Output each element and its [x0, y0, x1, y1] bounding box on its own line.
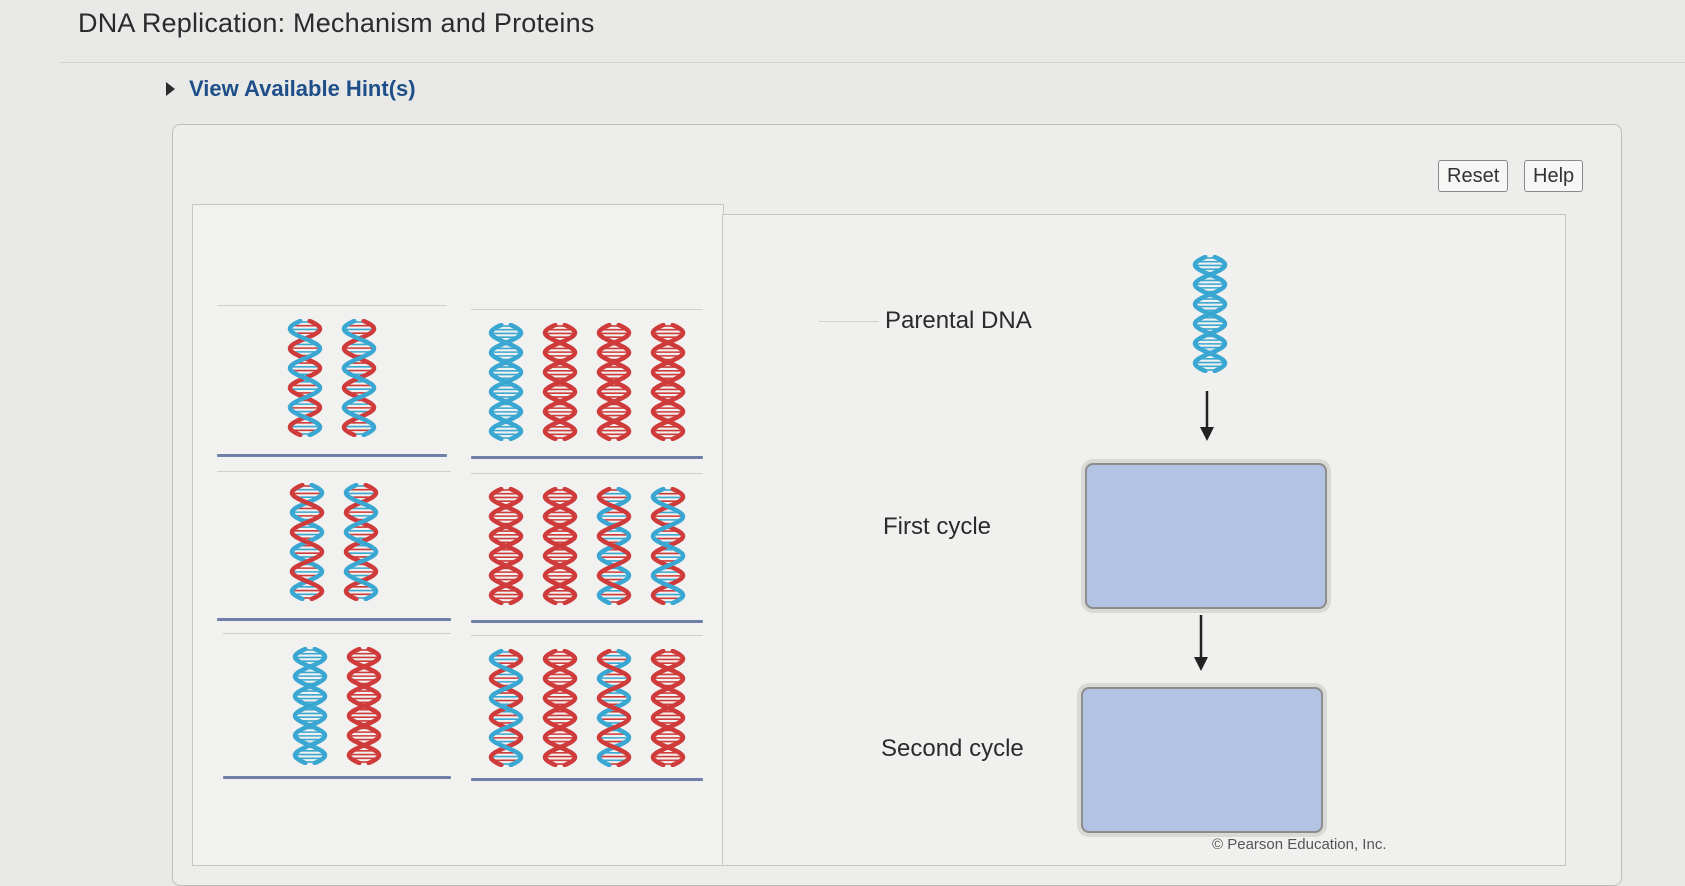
dna-helix-icon — [650, 649, 686, 767]
tile-slot — [471, 473, 703, 623]
slot-bottom-divider — [471, 620, 703, 623]
slot-bottom-divider — [223, 776, 451, 779]
drop-zone-first-cycle[interactable] — [1085, 463, 1327, 609]
dna-tile-5[interactable] — [223, 647, 451, 765]
dna-helix-icon — [596, 649, 632, 767]
reset-button[interactable]: Reset — [1438, 160, 1509, 192]
slot-top-divider — [217, 471, 451, 472]
dna-helix-icon — [596, 323, 632, 441]
label-parental-dna: Parental DNA — [885, 307, 1032, 334]
dna-helix-icon — [650, 323, 686, 441]
tile-slot — [471, 635, 703, 781]
slot-bottom-divider — [217, 618, 451, 621]
tile-slot — [217, 471, 451, 621]
title-divider — [60, 62, 1685, 63]
dna-helix-icon — [287, 319, 323, 437]
dna-tile-4[interactable] — [471, 487, 703, 605]
dna-helix-icon — [488, 323, 524, 441]
dna-helix-icon — [343, 483, 379, 601]
dna-helix-icon — [488, 649, 524, 767]
dna-helix-icon — [289, 483, 325, 601]
slot-top-divider — [471, 309, 703, 310]
arrow-down-icon — [1194, 615, 1208, 671]
dna-helix-icon — [650, 487, 686, 605]
tile-slot — [223, 633, 451, 779]
dna-helix-icon — [542, 323, 578, 441]
tile-slot — [217, 305, 447, 457]
slot-top-divider — [471, 635, 703, 636]
parental-dna-helix — [1189, 255, 1231, 373]
caret-right-icon — [166, 82, 175, 96]
dna-helix-icon — [542, 487, 578, 605]
view-hints-toggle[interactable]: View Available Hint(s) — [166, 76, 416, 102]
dna-tile-6[interactable] — [471, 649, 703, 767]
tile-slot — [471, 309, 703, 459]
label-rule — [819, 321, 879, 322]
slot-top-divider — [217, 305, 447, 306]
dna-tile-3[interactable] — [217, 483, 451, 601]
label-second-cycle: Second cycle — [881, 735, 1024, 762]
tile-bank — [192, 204, 724, 866]
dna-helix-icon — [1192, 255, 1228, 373]
dna-tile-2[interactable] — [471, 323, 703, 441]
dna-tile-1[interactable] — [217, 319, 447, 437]
dna-helix-icon — [346, 647, 382, 765]
dna-helix-icon — [341, 319, 377, 437]
page-title: DNA Replication: Mechanism and Proteins — [78, 8, 595, 38]
label-first-cycle: First cycle — [883, 513, 991, 540]
copyright-credit: © Pearson Education, Inc. — [1212, 836, 1387, 853]
replication-diagram: Parental DNA First cycle Second cycle — [722, 214, 1566, 866]
dna-helix-icon — [542, 649, 578, 767]
slot-bottom-divider — [471, 778, 703, 781]
view-hints-label: View Available Hint(s) — [189, 76, 416, 101]
slot-bottom-divider — [471, 456, 703, 459]
slot-top-divider — [223, 633, 451, 634]
drop-zone-second-cycle[interactable] — [1081, 687, 1323, 833]
dna-helix-icon — [488, 487, 524, 605]
slot-top-divider — [471, 473, 703, 474]
help-button[interactable]: Help — [1524, 160, 1584, 192]
slot-bottom-divider — [217, 454, 447, 457]
dna-helix-icon — [292, 647, 328, 765]
arrow-down-icon — [1200, 391, 1214, 441]
dna-helix-icon — [596, 487, 632, 605]
